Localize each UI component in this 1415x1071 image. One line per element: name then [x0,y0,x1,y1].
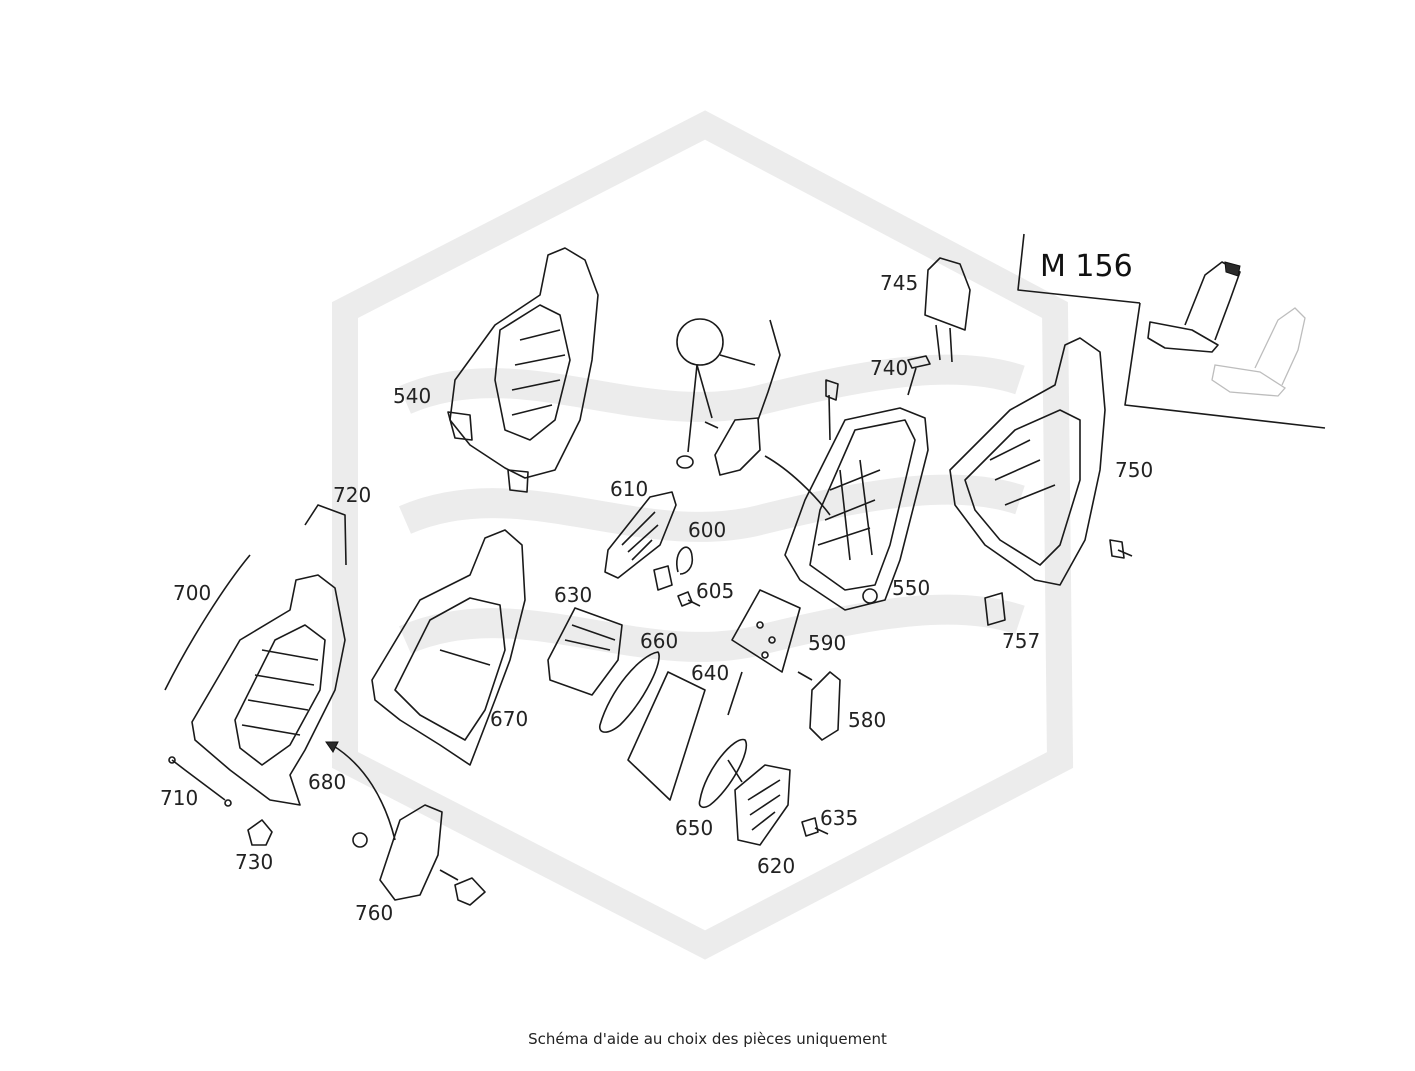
part-710-strap [168,756,232,807]
part-590-plate [731,589,801,673]
part-757-clip [984,592,1006,626]
part-730-clip [247,819,273,846]
part-670-backrest-frame [371,529,526,766]
label-630: 630 [554,583,592,607]
part-labels: 540 610 600 605 630 660 640 590 550 580 … [160,271,1153,925]
label-720: 720 [333,483,371,507]
model-inset: M 156 [1017,233,1326,429]
part-720-wire [304,504,347,566]
label-760: 760 [355,901,393,925]
label-757: 757 [1002,629,1040,653]
seat-icon-dark [1147,261,1241,353]
part-700-cord [164,554,251,691]
part-540-backrest-cover [447,247,599,493]
label-605: 605 [696,579,734,603]
part-650-ring [698,738,748,808]
label-680: 680 [308,770,346,794]
label-635: 635 [820,806,858,830]
label-590: 590 [808,631,846,655]
part-630-module [547,607,623,696]
label-745: 745 [880,271,918,295]
label-700: 700 [173,581,211,605]
label-550: 550 [892,576,930,600]
label-600: 600 [688,518,726,542]
part-600-wire-loop [653,546,694,591]
label-730: 730 [235,850,273,874]
label-540: 540 [393,384,431,408]
part-620-base [734,764,791,846]
part-610-side-panel [604,491,677,579]
part-635-screw [801,817,829,837]
label-620: 620 [757,854,795,878]
label-640: 640 [691,661,729,685]
label-610: 610 [610,477,648,501]
part-580-bracket [797,671,841,741]
caption: Schéma d'aide au choix des pièces unique… [528,1030,887,1048]
label-670: 670 [490,707,528,731]
motor-assembly [676,318,781,476]
label-660: 660 [640,629,678,653]
label-580: 580 [848,708,886,732]
part-550-seat-frame [764,379,929,611]
part-740-guide [907,355,931,396]
part-605-screw [677,591,701,607]
watermark-logo [332,110,1074,960]
label-710: 710 [160,786,198,810]
label-750: 750 [1115,458,1153,482]
part-760-side-bolster [352,804,486,906]
part-680-arrow [325,741,396,841]
label-650: 650 [675,816,713,840]
part-640-panel [627,671,743,801]
part-745-headrest [924,257,971,363]
part-750-backrest-shell [949,337,1133,586]
seat-icon-light [1211,307,1306,397]
label-740: 740 [870,356,908,380]
seat-cover-assembly [191,574,346,806]
model-label: M 156 [1040,249,1133,284]
part-660-pad [598,651,660,733]
